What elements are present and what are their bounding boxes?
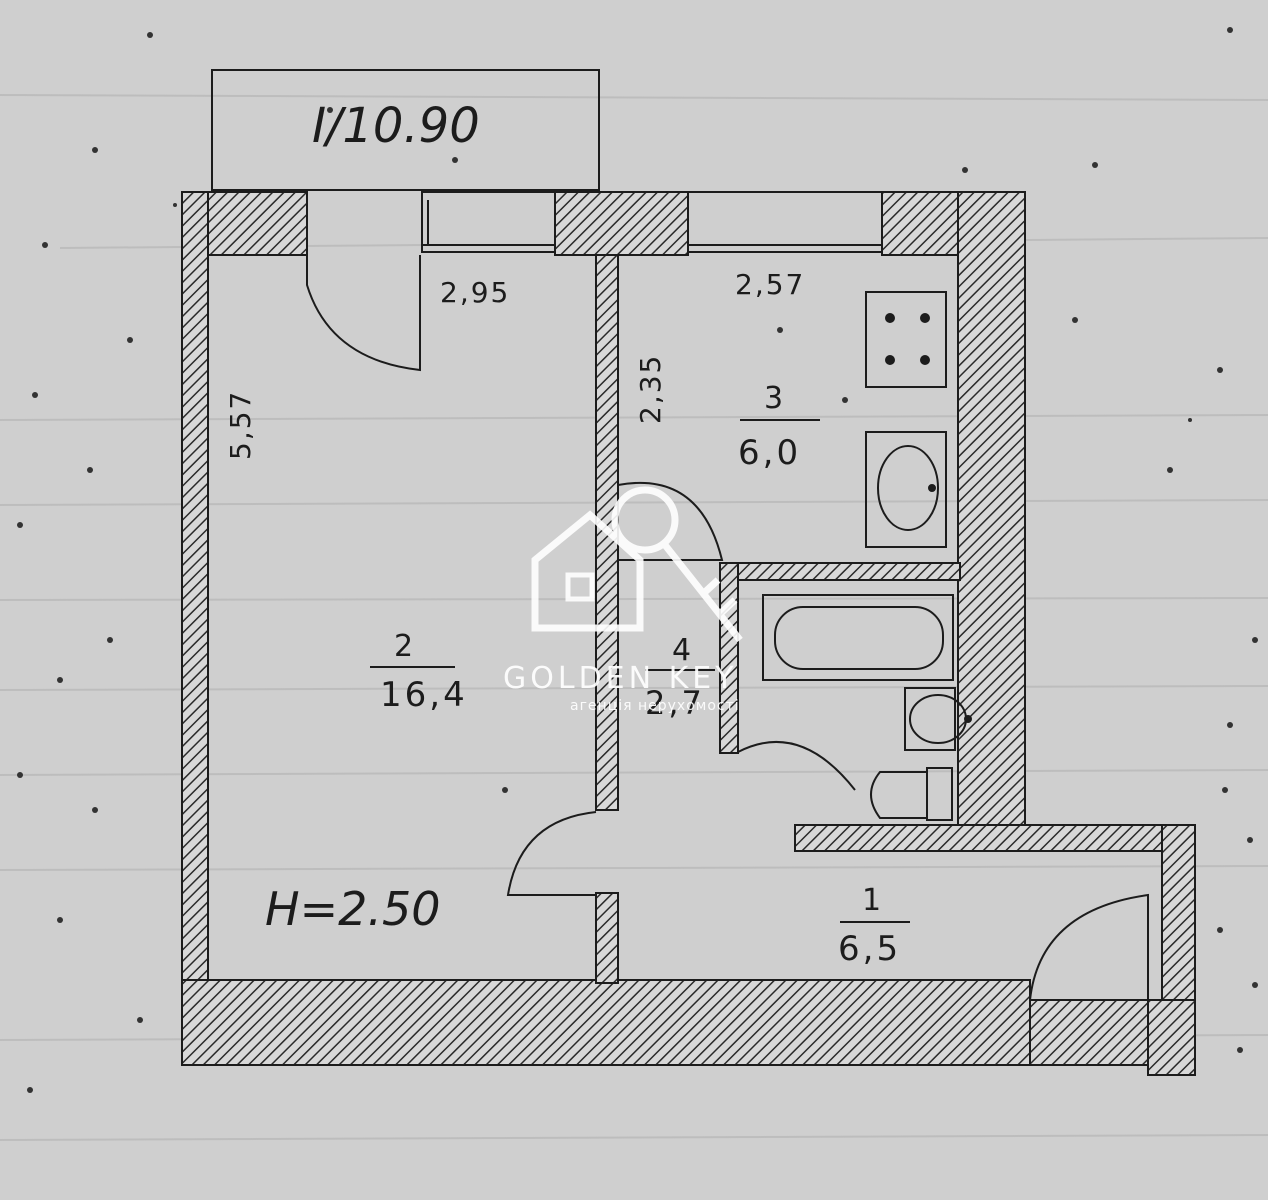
room1-area: 6,5 [838,929,901,969]
door-room2 [506,811,597,896]
balcony-outline [211,69,600,191]
kitchen-sink [865,431,947,548]
door-kitchen [617,481,724,561]
wall-hall-top [794,824,1196,852]
dimension-room2-width: 2,95 [440,276,510,309]
wall-hall-corner [1147,999,1196,1076]
wall-bath-top [719,562,961,581]
wall-partition-lower [595,892,619,984]
room4-number: 4 [672,633,691,668]
door-entrance [1029,893,1149,1001]
wall-top-left [191,191,308,256]
toilet [870,767,953,821]
dimension-room2-length: 5,57 [224,390,257,460]
wall-bottom [181,979,1031,1066]
door-balcony [306,255,421,372]
key-icon [611,486,679,554]
ceiling-height-label: H=2.50 [265,882,441,936]
wall-left [181,191,209,1063]
window-room2 [421,191,556,253]
wall-bath-left [719,562,739,754]
watermark-logo [531,486,743,643]
doors [306,255,1149,1001]
dimension-kitchen-length: 2,35 [634,354,667,424]
room3-number: 3 [764,381,783,416]
balcony-label: I/10.90 [312,98,480,154]
wall-top-middle [554,191,689,256]
watermark-tagline: агенція нерухомості [570,698,740,714]
windows [421,191,883,253]
fraction-lines [370,419,910,923]
house-icon [531,510,644,632]
room4-area: 2,7 [645,684,705,722]
room2-area: 16,4 [380,675,468,715]
walls [181,191,1196,1076]
watermark-brand: GOLDEN KEY [503,661,738,696]
door-bathroom [737,740,856,791]
stove [865,291,947,388]
wall-bottom-right [1029,999,1149,1066]
wall-right-upper [957,191,1026,833]
room2-number: 2 [394,629,413,664]
room3-area: 6,0 [738,433,801,473]
fixtures [762,291,972,821]
dimension-kitchen-width: 2,57 [735,268,805,301]
wash-basin [904,687,972,751]
bathtub [762,594,954,681]
room1-number: 1 [862,883,881,918]
window-kitchen [687,191,883,253]
